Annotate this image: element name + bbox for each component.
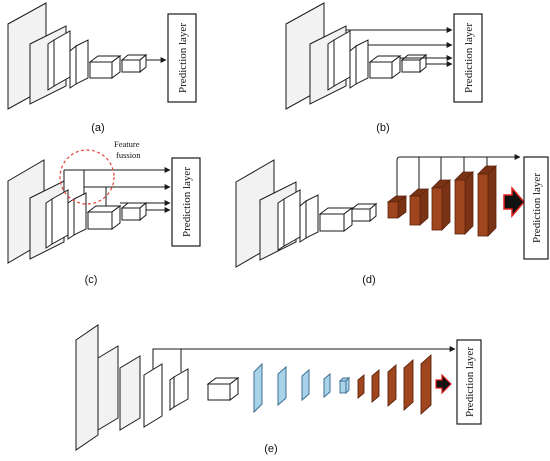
feature-cube [318,207,354,232]
prediction-layer-label: Prediction layer [181,167,193,237]
feature-plane [97,345,119,431]
caption-c: (c) [85,274,98,286]
feature-plane [75,324,99,451]
feature-cube [88,55,122,79]
feature-cube [86,205,122,230]
caption-b: (b) [376,122,389,134]
caption-a: (a) [91,122,104,134]
feature-cube [206,377,240,401]
upsample-block [408,188,430,226]
panel-c: Feature fussion Prediction layer (c) [7,139,201,286]
feature-block [73,192,87,236]
feature-plane [53,30,71,87]
prediction-layer-box [453,13,483,103]
blue-feature-plane [301,368,310,402]
output-arrow [152,346,456,369]
blue-feature-plane [253,362,263,414]
feature-cube-small [120,53,148,74]
prediction-layer-label: Prediction layer [531,173,543,243]
feature-cube [368,55,402,79]
output-arrow [396,154,521,196]
feature-block-side [169,376,175,411]
fat-arrow [435,373,452,395]
feature-plane [119,355,141,431]
upsample-block [454,171,474,235]
brown-feature-plane [357,374,365,399]
feature-plane-side [277,198,285,251]
feature-plane [143,363,163,428]
panel-b: Prediction layer (b) [285,2,483,134]
prediction-layer-box [167,13,197,103]
prediction-layer-box [523,156,549,260]
caption-e: (e) [264,443,277,455]
caption-d: (d) [362,274,375,286]
feature-block-side [299,199,307,243]
panel-d: Prediction layer (d) [235,154,549,286]
brown-feature-plane [387,364,397,407]
prediction-layer-label: Prediction layer [177,23,189,93]
feature-plane [333,30,351,87]
brown-feature-plane [420,353,432,416]
panel-a: Prediction layer (a) [7,2,197,134]
prediction-layer-label: Prediction layer [463,23,475,93]
brown-feature-plane [371,369,380,403]
feature-block-side [69,44,77,89]
fat-arrow [503,185,525,219]
panel-e: Prediction layer (e) [75,324,482,455]
blue-feature-plane [323,372,331,399]
upsample-block [386,195,408,219]
feature-block [75,39,89,85]
prediction-layer-label: Prediction layer [464,347,476,417]
feature-cube-small [120,201,148,222]
upsample-block [431,179,451,231]
upsample-block [477,165,497,237]
feature-plane-side [45,198,53,249]
brown-feature-plane [403,358,414,412]
feature-fusion-label: fussion [116,150,141,160]
feature-plane [283,189,301,247]
blue-feature-plane [277,365,287,407]
feature-plane-side [327,39,335,91]
feature-cube-small [350,202,378,223]
prediction-layer-box [456,339,482,425]
feature-block [355,39,369,85]
feature-plane [51,189,69,245]
feature-block [305,194,319,239]
feature-fusion-circle [59,149,115,205]
feature-fusion-label: Feature [114,139,140,149]
feature-block-side [67,198,75,240]
feature-block-side [349,44,357,89]
feature-plane-side [47,39,55,91]
blue-feature-cube [338,376,351,395]
feature-block [173,368,189,408]
feature-cube-small [400,53,428,74]
prediction-layer-box [171,157,201,247]
